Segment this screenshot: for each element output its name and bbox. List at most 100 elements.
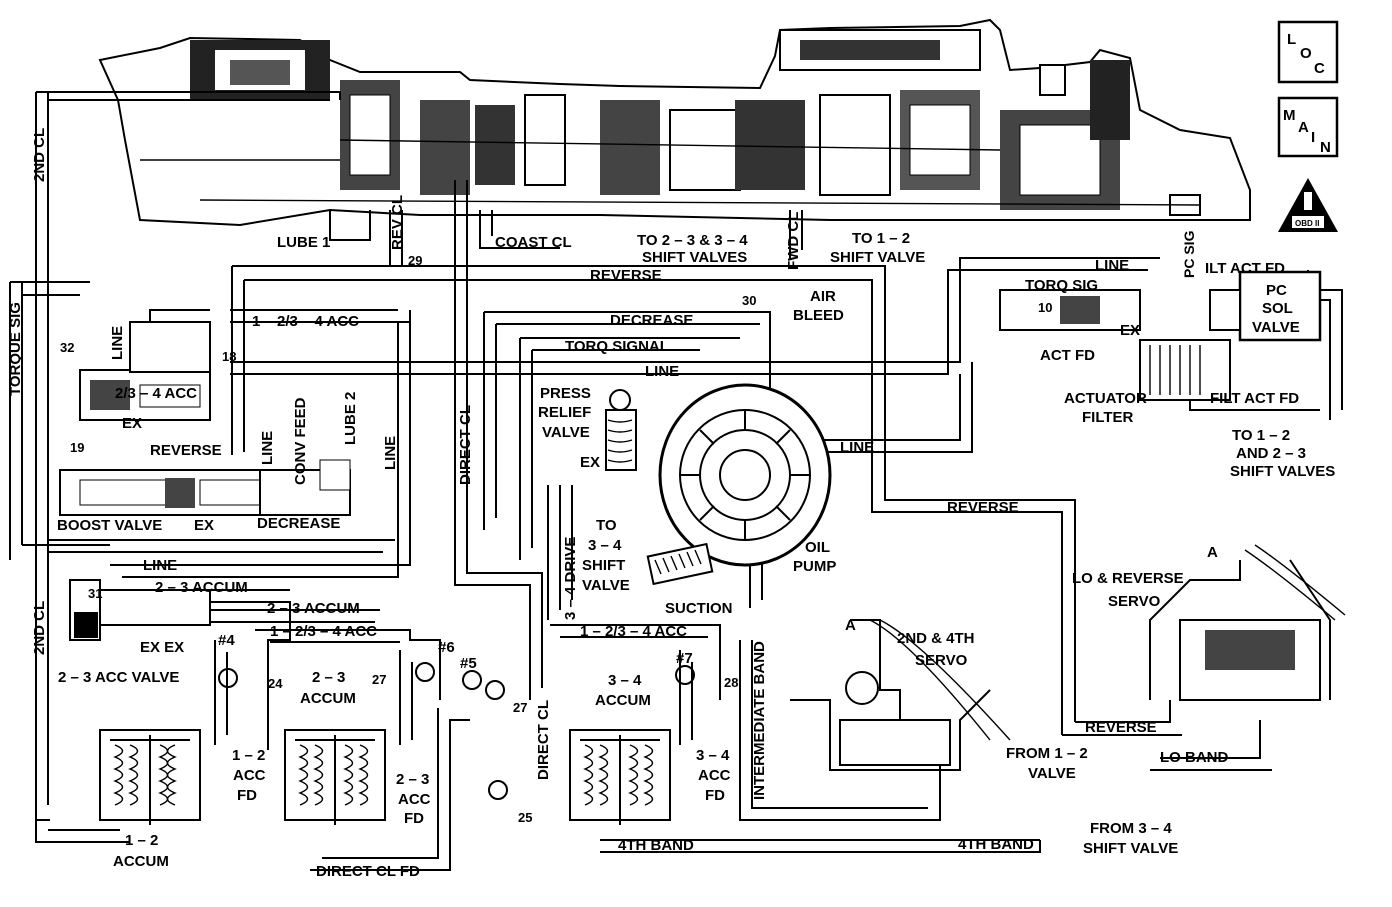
label-filt-act-fd: FILT ACT FD (1210, 390, 1299, 407)
label-ex-boost: EX (194, 517, 214, 534)
label-actuator-a: ACTUATOR (1064, 390, 1147, 407)
label-to-12-b: SHIFT VALVE (830, 249, 925, 266)
label-direct-cl-low: DIRECT CL (535, 700, 552, 780)
label-h6: #6 (438, 639, 455, 656)
label-accum34-b: ACCUM (595, 692, 651, 709)
label-acc23fd-a: 2 – 3 (396, 771, 429, 788)
label-reverse-mid: REVERSE (947, 499, 1019, 516)
label-line-v2: LINE (259, 431, 276, 465)
label-torque-sig: TORQUE SIG (7, 302, 24, 396)
label-4th-band-b: 4TH BAND (958, 836, 1034, 853)
label-acc34fd-a: 3 – 4 (696, 747, 730, 764)
label-from34-b: SHIFT VALVE (1083, 840, 1178, 857)
label-acc34fd-c: FD (705, 787, 725, 804)
label-acc-1234-right: 1 – 2/3 – 4 ACC (580, 623, 687, 640)
label-to-12-23-c: SHIFT VALVES (1230, 463, 1335, 480)
label-34-drive: 3 – 4 DRIVE (562, 537, 579, 620)
label-2nd-4th-b: SERVO (915, 652, 968, 669)
label-act-fd: ACT FD (1040, 347, 1095, 364)
diagram-labels: 2ND CL 2ND CL LUBE 1 REV CL 29 COAST CL … (7, 128, 1335, 880)
label-line-right: LINE (1095, 257, 1129, 274)
label-pc-sol-a: PC (1266, 282, 1287, 299)
label-h4: #4 (218, 632, 235, 649)
label-arrow-a1: A (845, 617, 856, 634)
label-2nd-cl-bottom: 2ND CL (31, 601, 48, 655)
label-acc-23-b: 2 – 3 ACCUM (267, 600, 360, 617)
label-25: 25 (518, 810, 532, 825)
label-30: 30 (742, 293, 756, 308)
label-suction: SUCTION (665, 600, 733, 617)
label-ex-234: EX (122, 415, 142, 432)
label-lo-band: LO BAND (1160, 749, 1228, 766)
label-torq-signal: TORQ SIGNAL (565, 338, 669, 355)
label-to-34-b: 3 – 4 (588, 537, 622, 554)
valve-bodies (59, 321, 351, 641)
label-from12-a: FROM 1 – 2 (1006, 745, 1088, 762)
servo-2nd-4th-shape (790, 619, 1011, 771)
oil-pump (646, 383, 832, 586)
main-button[interactable]: M A I N (1277, 96, 1339, 158)
label-acc-1234-mid: 1 – 2/3 – 4 ACC (270, 623, 377, 640)
label-acc23fd-b: ACC (398, 791, 431, 808)
loc-letter-c: C (1314, 60, 1325, 77)
accumulator-2-3 (284, 729, 386, 825)
label-to-12-a: TO 1 – 2 (852, 230, 910, 247)
main-letter-i: I (1311, 129, 1315, 146)
label-reverse-bot: REVERSE (1085, 719, 1157, 736)
label-27b: 27 (513, 700, 527, 715)
label-h7: #7 (676, 650, 693, 667)
label-direct-cl-v: DIRECT CL (457, 405, 474, 485)
label-4th-band-a: 4TH BAND (618, 837, 694, 854)
label-acc12fd-c: FD (237, 787, 257, 804)
label-press-relief-b: RELIEF (538, 404, 591, 421)
main-letter-n: N (1320, 139, 1331, 156)
obd-text: OBD II (1295, 219, 1319, 228)
label-ilt-act-fd: ILT ACT FD (1205, 260, 1285, 277)
label-lo-rev-a: LO & REVERSE (1072, 570, 1184, 587)
press-relief-valve-shape (605, 389, 637, 471)
label-line-v1: LINE (109, 326, 126, 360)
label-decrease-top: DECREASE (610, 312, 693, 329)
label-acc12fd-a: 1 – 2 (232, 747, 265, 764)
accumulator-3-4 (569, 729, 671, 825)
label-accum23-b: ACCUM (300, 690, 356, 707)
loc-button[interactable]: L O C (1277, 20, 1339, 84)
label-press-relief-c: VALVE (542, 424, 590, 441)
label-accum12-b: ACCUM (113, 853, 169, 870)
label-18: 18 (222, 349, 236, 364)
label-line-v3: LINE (382, 436, 399, 470)
label-conv-feed: CONV FEED (292, 397, 309, 485)
label-accum23-a: 2 – 3 (312, 669, 345, 686)
label-pc-sol-c: VALVE (1252, 319, 1300, 336)
label-arrow-a2: A (1207, 544, 1218, 561)
check-balls (218, 662, 695, 800)
label-acc34fd-b: ACC (698, 767, 731, 784)
label-ex-press: EX (580, 454, 600, 471)
label-decrease-left: DECREASE (257, 515, 340, 532)
obd-ii-button[interactable]: OBD II (1278, 178, 1338, 232)
label-acc-23-a: 2 – 3 ACCUM (155, 579, 248, 596)
label-acc-1234-top: 1 – 2/3 – 4 ACC (252, 313, 359, 330)
accumulator-1-2 (99, 729, 201, 825)
label-accum12-a: 1 – 2 (125, 832, 158, 849)
label-acc12fd-b: ACC (233, 767, 266, 784)
label-lube1: LUBE 1 (277, 234, 330, 251)
label-to-34-c: SHIFT (582, 557, 625, 574)
servo-lo-reverse-shape (1149, 544, 1346, 701)
main-letter-a: A (1298, 119, 1309, 136)
label-ex-ex: EX EX (140, 639, 184, 656)
label-pc-sig: PC SIG (1181, 230, 1197, 278)
label-reverse-top: REVERSE (590, 267, 662, 284)
label-accum34-a: 3 – 4 (608, 672, 642, 689)
label-lo-rev-b: SERVO (1108, 593, 1161, 610)
label-2nd-4th-a: 2ND & 4TH (897, 630, 975, 647)
label-torq-sig: TORQ SIG (1025, 277, 1098, 294)
label-h5: #5 (460, 655, 477, 672)
label-10: 10 (1038, 300, 1052, 315)
label-to-12-23-a: TO 1 – 2 (1232, 427, 1290, 444)
label-line-low: LINE (143, 557, 177, 574)
label-32: 32 (60, 340, 74, 355)
label-direct-cl-fd: DIRECT CL FD (316, 863, 420, 880)
label-ex-right: EX (1120, 322, 1140, 339)
